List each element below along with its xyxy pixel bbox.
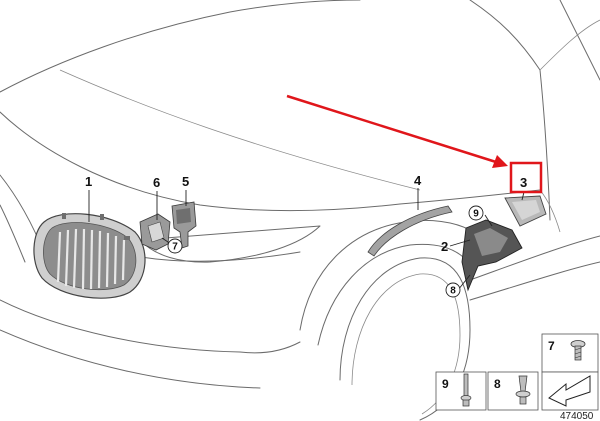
expanding-rivet-icon (515, 375, 531, 405)
callout-4: 4 (414, 173, 422, 188)
vent-insert-part-3 (504, 195, 547, 227)
circled-callout-9: 9 (468, 205, 484, 221)
callout-1: 1 (85, 174, 92, 189)
push-rivet-icon (460, 373, 472, 407)
kidney-grille-part (33, 213, 146, 299)
circled-callout-8: 8 (445, 282, 461, 298)
highlight-box (509, 161, 543, 194)
document-number: 474050 (560, 411, 594, 421)
direction-arrow-icon (548, 375, 591, 407)
fastener-legend: 7 9 8 (435, 333, 599, 411)
leader-lines (88, 188, 525, 291)
svg-text:9: 9 (473, 209, 479, 220)
bracket-part-6 (139, 213, 171, 251)
callout-5: 5 (182, 174, 189, 189)
holder-part-5 (171, 201, 197, 249)
cover-part-2 (461, 219, 523, 292)
highlight-arrow (286, 94, 508, 168)
svg-text:7: 7 (172, 242, 178, 253)
legend-label-8: 8 (494, 377, 501, 391)
circled-callout-7: 7 (167, 238, 183, 254)
callout-2: 2 (441, 239, 448, 254)
callout-3: 3 (520, 175, 527, 190)
svg-text:8: 8 (450, 286, 456, 297)
legend-label-7: 7 (548, 339, 555, 353)
screw-icon (570, 340, 586, 361)
trim-strip-part-4 (367, 205, 453, 257)
legend-label-9: 9 (442, 377, 449, 391)
callout-6: 6 (153, 175, 160, 190)
